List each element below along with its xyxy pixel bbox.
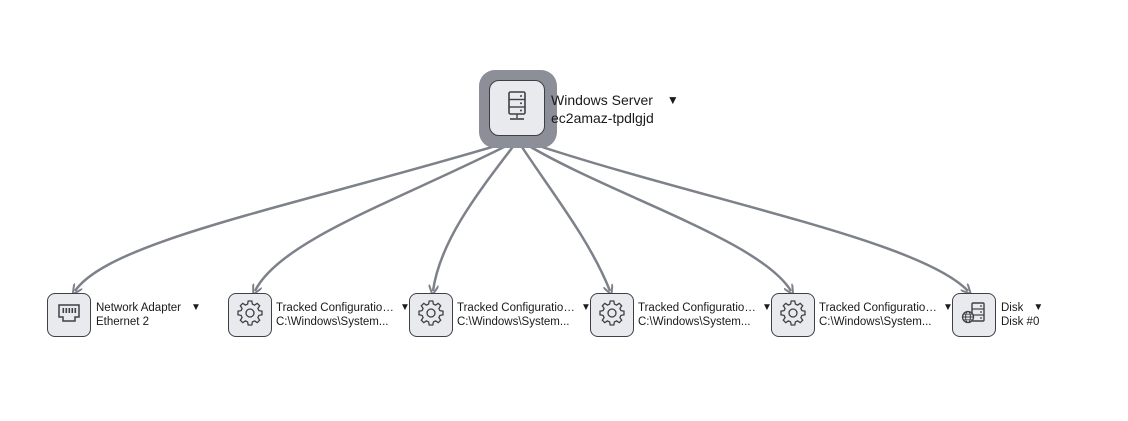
gear-icon [599, 299, 625, 331]
root-node-type: Windows Server [551, 92, 653, 108]
child-node-name: C:\Windows\System... [638, 316, 751, 328]
chevron-down-icon[interactable]: ▼ [666, 93, 679, 107]
child-node-name: Disk #0 [1001, 316, 1040, 328]
child-label-network-adapter: Network Adapter ▼ Ethernet 2 [96, 301, 201, 329]
child-node-name: C:\Windows\System... [457, 316, 570, 328]
child-node-type: Tracked Configuration... [819, 302, 941, 314]
root-node-box[interactable] [489, 80, 545, 136]
child-node-tracked-config-2[interactable] [409, 293, 453, 337]
root-node-name: ec2amaz-tpdlgjd [551, 110, 654, 126]
chevron-down-icon[interactable]: ▼ [943, 302, 953, 313]
edge-tracked-config-4 [523, 141, 791, 291]
gear-icon [780, 299, 806, 331]
edge-tracked-config-3 [518, 143, 610, 291]
child-label-tracked-config-4: Tracked Configuration... ▼ C:\Windows\Sy… [819, 301, 953, 329]
child-node-tracked-config-1[interactable] [228, 293, 272, 337]
child-label-tracked-config-2: Tracked Configuration... ▼ C:\Windows\Sy… [457, 301, 591, 329]
gear-icon [418, 299, 444, 331]
edge-tracked-config-1 [255, 141, 513, 291]
child-label-disk: Disk ▼ Disk #0 [1001, 301, 1043, 329]
disk-icon [960, 300, 988, 331]
child-label-tracked-config-3: Tracked Configuration... ▼ C:\Windows\Sy… [638, 301, 772, 329]
chevron-down-icon[interactable]: ▼ [191, 302, 201, 313]
root-node-label: Windows Server ▼ ec2amaz-tpdlgjd [551, 91, 679, 127]
gear-icon [237, 299, 263, 331]
child-node-name: C:\Windows\System... [819, 316, 932, 328]
child-node-tracked-config-3[interactable] [590, 293, 634, 337]
child-node-name: C:\Windows\System... [276, 316, 389, 328]
edge-disk [526, 140, 968, 291]
child-node-type: Tracked Configuration... [276, 302, 398, 314]
server-icon [503, 90, 531, 127]
child-node-type: Disk [1001, 302, 1024, 314]
edge-tracked-config-2 [433, 143, 516, 291]
network-adapter-icon [56, 301, 82, 330]
child-node-network-adapter[interactable] [47, 293, 91, 337]
child-node-disk[interactable] [952, 293, 996, 337]
chevron-down-icon[interactable]: ▼ [400, 302, 410, 313]
child-node-type: Network Adapter [96, 302, 182, 314]
child-node-type: Tracked Configuration... [457, 302, 579, 314]
child-node-name: Ethernet 2 [96, 316, 150, 328]
chevron-down-icon[interactable]: ▼ [1033, 302, 1044, 313]
child-node-type: Tracked Configuration... [638, 302, 760, 314]
edge-network-adapter [75, 140, 510, 291]
chevron-down-icon[interactable]: ▼ [581, 302, 591, 313]
root-node-windows-server[interactable] [479, 70, 557, 148]
chevron-down-icon[interactable]: ▼ [762, 302, 772, 313]
child-node-tracked-config-4[interactable] [771, 293, 815, 337]
child-label-tracked-config-1: Tracked Configuration... ▼ C:\Windows\Sy… [276, 301, 410, 329]
